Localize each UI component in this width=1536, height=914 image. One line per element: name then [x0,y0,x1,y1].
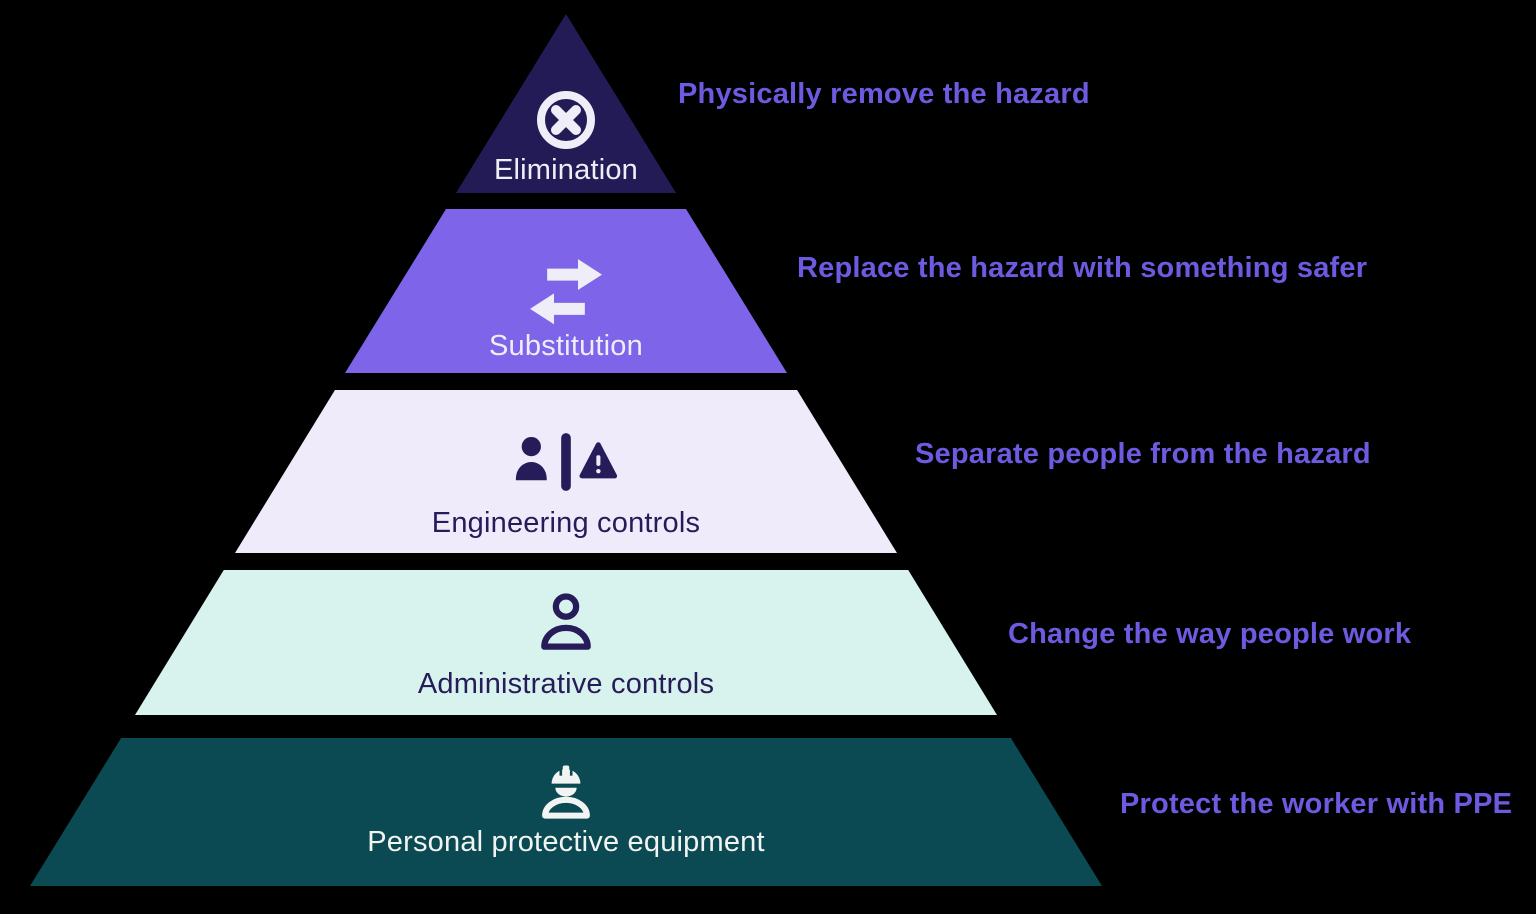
tier-label: Personal protective equipment [367,826,765,858]
tier-elimination: Elimination [456,14,676,193]
tier-administrative-controls: Administrative controls [135,570,997,715]
tier-label: Substitution [489,330,643,362]
annotation-engineering-controls: Separate people from the hazard [915,438,1371,470]
worker-hard-hat-icon [542,765,590,819]
tier-engineering-controls: Engineering controls [235,390,897,553]
tier-label: Administrative controls [417,668,715,700]
annotation-ppe: Protect the worker with PPE [1120,788,1513,820]
annotation-administrative-controls: Change the way people work [1008,618,1412,650]
tier-label: Engineering controls [431,507,701,539]
annotation-substitution: Replace the hazard with something safer [797,252,1368,284]
swap-arrows-icon [530,259,602,325]
person-barrier-hazard-icon [515,433,618,491]
crossed-circle-icon [537,91,595,149]
tier-substitution: Substitution [345,209,787,373]
tier-label: Elimination [493,154,639,186]
person-outline-icon [541,593,591,650]
annotation-elimination: Physically remove the hazard [678,78,1090,110]
tier-personal-protective-equipment: Personal protective equipment [30,738,1102,886]
